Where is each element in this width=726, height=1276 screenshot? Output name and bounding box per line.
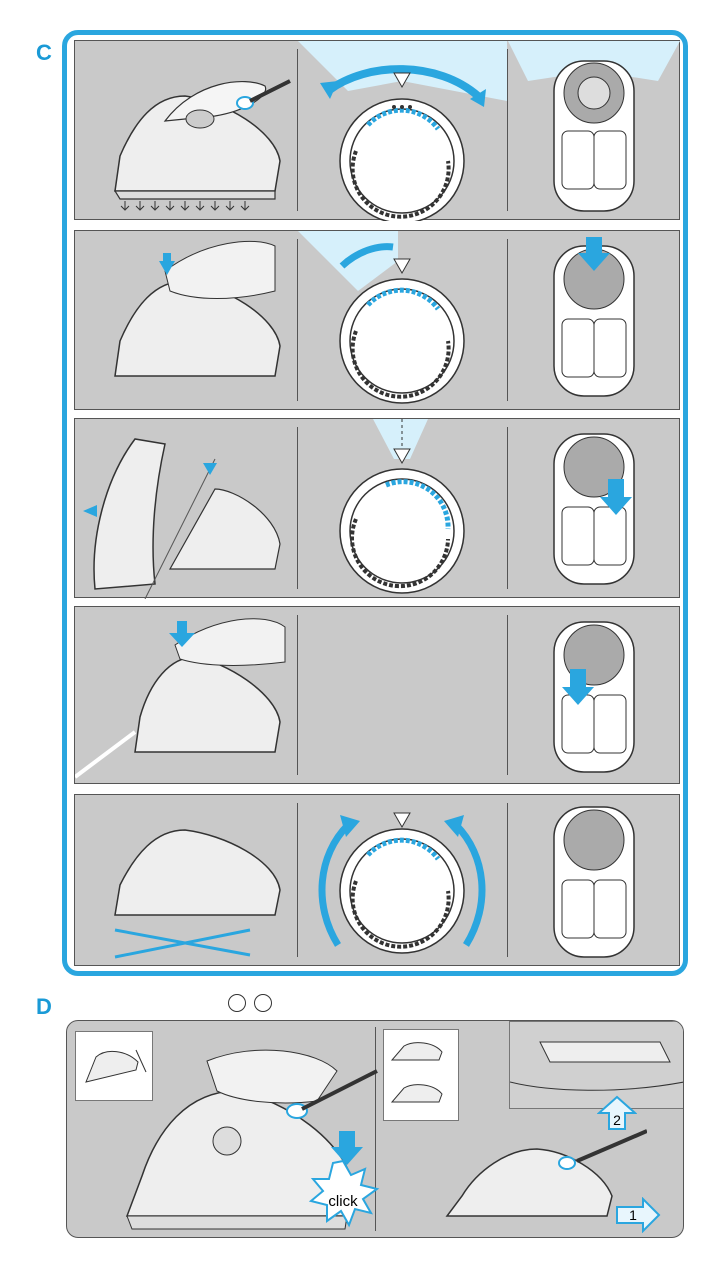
- push-arrow-icon: [83, 505, 97, 517]
- no-steam-illustration: [75, 795, 297, 965]
- step-2-arrow-icon: 2: [597, 1095, 637, 1131]
- steam-control-icon: [508, 231, 680, 411]
- click-label: click: [328, 1193, 358, 1210]
- iron-icon: [75, 231, 297, 411]
- temperature-dial: [298, 795, 507, 965]
- section-d-panel: click 2 1: [66, 1020, 684, 1238]
- iron-press-illustration: [75, 231, 297, 409]
- section-c-label: C: [36, 40, 52, 66]
- steam-control-icon: [508, 419, 680, 599]
- steam-control-icon: [508, 41, 680, 221]
- step-row-5: [74, 794, 680, 966]
- blank-circle-icon: [254, 994, 272, 1012]
- empty-cell: [298, 607, 507, 783]
- iron-icon: [75, 795, 297, 967]
- temperature-dial-icon: [298, 419, 507, 599]
- step-row-4: [74, 606, 680, 784]
- step-row-1: [74, 40, 680, 220]
- steam-control: [508, 607, 680, 783]
- section-d-label: D: [36, 994, 52, 1020]
- temperature-dial-icon: [298, 41, 507, 221]
- step-1-arrow-icon: 1: [615, 1197, 661, 1233]
- cross-out-icon: [115, 930, 250, 957]
- temperature-dial-icon: [298, 231, 507, 411]
- blank-circle-icon: [228, 994, 246, 1012]
- temperature-dial: [298, 419, 507, 597]
- step-2-label: 2: [613, 1112, 621, 1128]
- iron-icon: [75, 41, 297, 221]
- vertical-steam-illustration: [75, 419, 297, 597]
- steam-control-icon: [508, 795, 680, 967]
- iron-illustration: [75, 41, 297, 219]
- step-row-3: [74, 418, 680, 598]
- temperature-dial-icon: [298, 795, 507, 967]
- push-arrow-icon: [327, 1131, 367, 1171]
- steam-control: [508, 419, 680, 597]
- steam-control: [508, 795, 680, 965]
- spray-illustration: [75, 607, 297, 783]
- steam-control: [508, 231, 680, 409]
- push-arrow-icon: [203, 463, 217, 475]
- iron-icon: [75, 419, 297, 599]
- iron-icon: [75, 607, 297, 785]
- steam-control-icon: [508, 607, 680, 785]
- steam-control: [508, 41, 680, 219]
- step-1-label: 1: [629, 1207, 637, 1223]
- temperature-dial: [298, 41, 507, 219]
- temperature-dial: [298, 231, 507, 409]
- step-row-2: [74, 230, 680, 410]
